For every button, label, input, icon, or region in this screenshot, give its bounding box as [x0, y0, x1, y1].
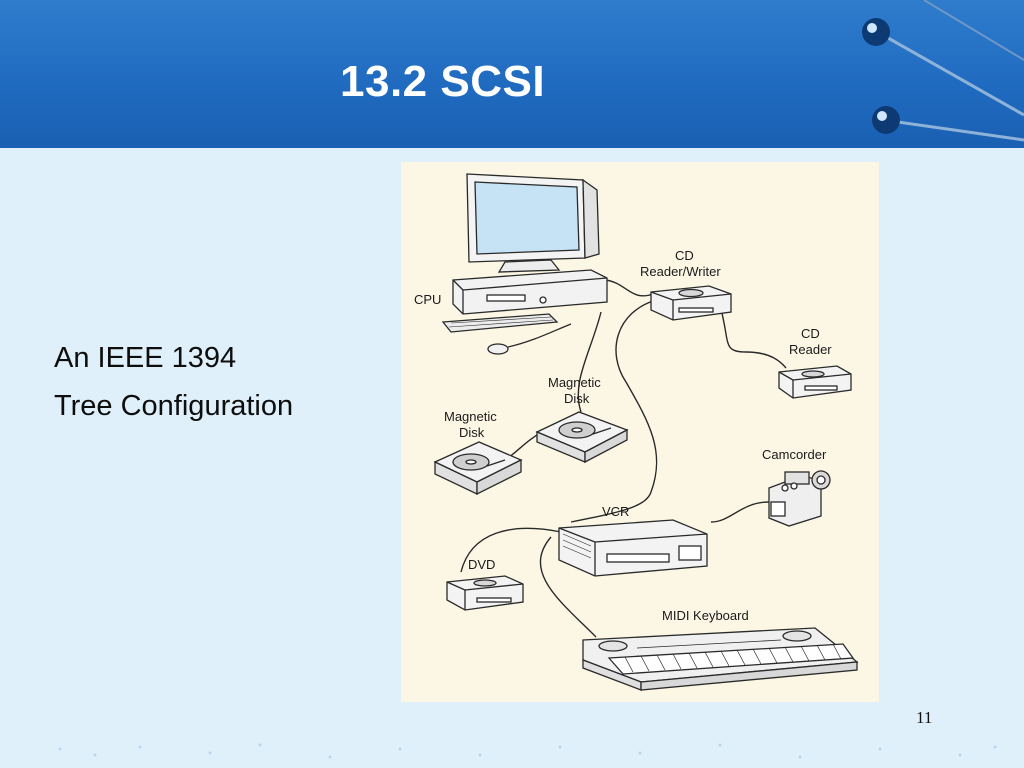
- midi-keyboard: [582, 627, 859, 691]
- cable-cpu-cdrw: [604, 279, 654, 297]
- magnetic-disk-2: [433, 441, 523, 496]
- label-midi: MIDI Keyboard: [662, 608, 749, 623]
- label-cpu: CPU: [414, 292, 441, 307]
- body-line-2: Tree Configuration: [54, 390, 294, 422]
- label-cd-rw-line2: Reader/Writer: [640, 264, 721, 279]
- cable-cdrw-cdreader: [718, 301, 787, 369]
- label-magdisk1-line2: Disk: [564, 391, 590, 406]
- magnetic-disk-1: [535, 411, 629, 464]
- cable-cdrw-vcr: [570, 299, 658, 523]
- dvd-player: [446, 575, 524, 611]
- label-magdisk2-line1: Magnetic: [444, 409, 497, 424]
- label-vcr: VCR: [602, 504, 629, 519]
- ieee1394-tree-diagram: CPU CD Reader/Writer CD Reader: [401, 162, 879, 702]
- cd-reader: [778, 365, 852, 399]
- label-cd-rw-line1: CD: [675, 248, 694, 263]
- body-line-1: An IEEE 1394: [54, 342, 237, 374]
- diagram-canvas: CPU CD Reader/Writer CD Reader: [414, 173, 859, 691]
- camcorder: [768, 470, 831, 527]
- cable-vcr-midi: [539, 536, 597, 638]
- slide-title: 13.2 SCSI: [340, 57, 546, 106]
- body-text: An IEEE 1394 Tree Configuration: [54, 334, 293, 430]
- label-camcorder: Camcorder: [762, 447, 827, 462]
- header-decoration: [862, 0, 1024, 142]
- header-bar: 13.2 SCSI: [0, 0, 1024, 148]
- bottom-decoration: [58, 743, 997, 759]
- vcr: [558, 519, 708, 577]
- cable-cpu-magdisk1: [577, 311, 602, 413]
- page-number: 11: [916, 708, 933, 727]
- label-magdisk1-line1: Magnetic: [548, 375, 601, 390]
- label-dvd: DVD: [468, 557, 495, 572]
- label-cd-reader-line2: Reader: [789, 342, 832, 357]
- label-cd-reader-line1: CD: [801, 326, 820, 341]
- cpu-computer: [441, 173, 608, 355]
- cd-reader-writer: [650, 285, 732, 321]
- label-magdisk2-line2: Disk: [459, 425, 485, 440]
- cable-vcr-dvd: [460, 527, 562, 573]
- cable-vcr-camcorder: [710, 501, 770, 523]
